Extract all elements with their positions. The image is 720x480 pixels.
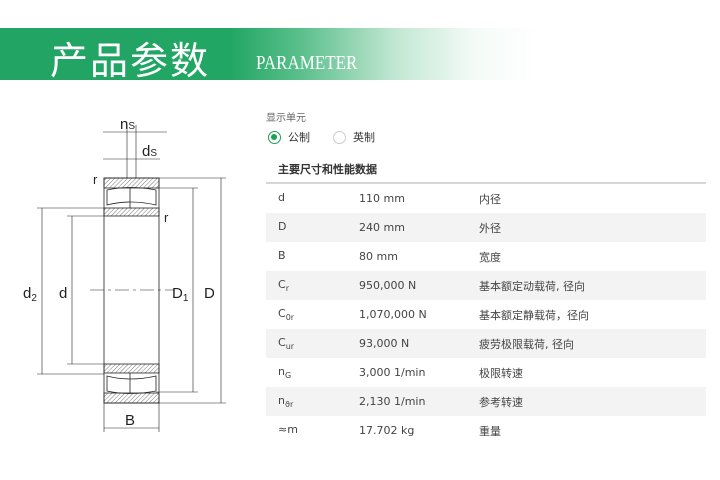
table-row: ≈m 17.702 kg 重量 [266,416,706,445]
param-symbol: nϑr [278,393,294,410]
param-symbol: nG [278,364,292,381]
param-symbol: ≈m [278,422,298,436]
table-row: nϑr 2,130 1/min 参考转速 [266,387,706,416]
banner-title: 产品参数 [50,39,211,83]
radio-label: 公制 [288,131,310,144]
label-ns: nS [120,116,135,133]
table-row: B 80 mm 宽度 [266,242,706,271]
param-value: 110 mm [359,192,405,205]
param-description: 宽度 [479,250,501,264]
label-D1: D1 [172,285,189,304]
table-row: nG 3,000 1/min 极限转速 [266,358,706,387]
dimension-lines [37,125,226,432]
bearing-section [103,177,160,404]
radio-imperial[interactable]: 英制 [333,129,375,145]
param-description: 基本额定静载荷，径向 [479,308,589,322]
param-symbol: d [278,190,285,204]
label-d: d [59,285,67,302]
param-description: 重量 [479,424,501,438]
table-row: D 240 mm 外径 [266,213,706,242]
label-D: D [204,285,215,302]
param-symbol: Cr [278,277,289,294]
table-row: Cr 950,000 N 基本额定动载荷, 径向 [266,271,706,300]
label-ds: dS [142,143,157,160]
param-description: 内径 [479,192,501,206]
param-value: 3,000 1/min [359,366,426,379]
table-row: Cur 93,000 N 疲劳极限载荷, 径向 [266,329,706,358]
param-symbol: B [278,248,286,262]
param-value: 1,070,000 N [359,308,427,321]
param-symbol: D [278,219,287,233]
table-row: C0r 1,070,000 N 基本额定静载荷，径向 [266,300,706,329]
label-B: B [125,412,135,429]
param-value: 2,130 1/min [359,395,426,408]
param-description: 疲劳极限载荷, 径向 [479,337,574,351]
label-d2: d2 [23,285,37,304]
spec-table: d 110 mm 内径 D 240 mm 外径 B 80 mm 宽度 Cr 950,000 N 基本额… [266,182,706,445]
param-symbol: C0r [278,306,295,323]
bearing-drawing: nS dS r r d2 d D1 D B [23,116,226,432]
param-description: 极限转速 [479,366,523,380]
header-banner: 产品参数 PARAMETER [0,28,720,83]
param-description: 基本额定动载荷, 径向 [479,279,585,293]
table-title: 主要尺寸和性能数据 [278,163,377,176]
label-r: r [164,210,169,225]
param-description: 参考转速 [479,395,523,409]
radio-checked-icon [268,130,281,144]
param-value: 80 mm [359,250,398,263]
param-value: 240 mm [359,221,405,234]
radio-label: 英制 [353,131,375,144]
param-symbol: Cur [278,335,295,352]
radio-metric[interactable]: 公制 [268,129,310,145]
param-value: 950,000 N [359,279,417,292]
param-value: 93,000 N [359,337,410,350]
label-r: r [93,172,98,187]
param-value: 17.702 kg [359,424,415,437]
radio-unchecked-icon [333,130,346,144]
table-row: d 110 mm 内径 [266,184,706,213]
units-label: 显示单元 [266,113,306,124]
param-description: 外径 [479,221,501,235]
banner-subtitle: PARAMETER [256,52,358,74]
